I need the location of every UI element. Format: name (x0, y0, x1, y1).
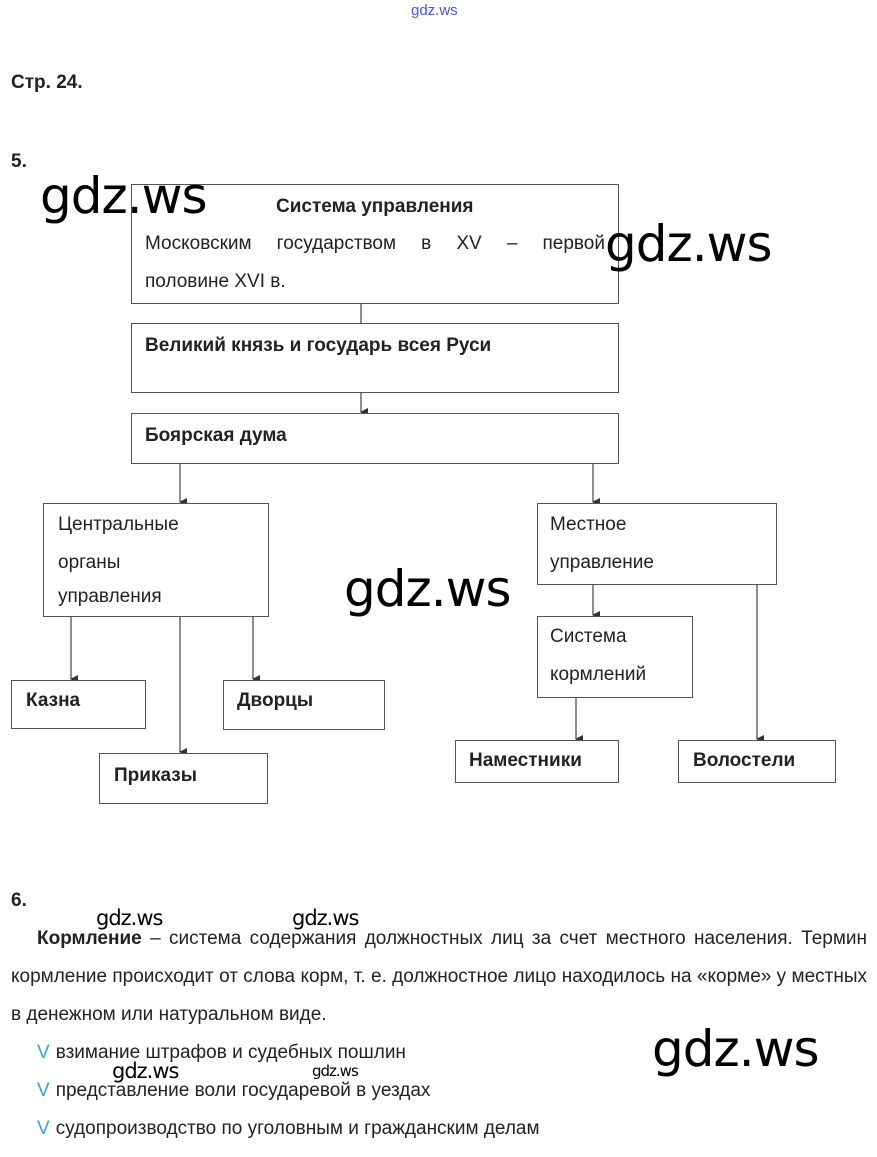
list-item-text: представление воли государевой в уездах (55, 1080, 431, 1101)
kazna-label: Казна (26, 690, 81, 711)
prikazy-box: Приказы (99, 753, 268, 804)
feeding-box: Система кормлений (537, 616, 693, 698)
title-box: Система управления Московским государств… (131, 184, 619, 304)
local-line: управление (550, 552, 654, 573)
kazna-box: Казна (11, 680, 146, 729)
central-line: Центральные (58, 514, 179, 535)
volosteli-label: Волостели (693, 750, 796, 771)
boyar-duma-label: Боярская дума (145, 425, 287, 446)
check-icon: V (37, 1118, 50, 1139)
watermark: gdz.ws (40, 167, 208, 225)
dvortsy-box: Дворцы (223, 680, 385, 730)
title-line2: половине XVI в. (145, 271, 286, 292)
central-line: органы (58, 552, 121, 573)
check-icon: V (37, 1042, 50, 1063)
watermark: gdz.ws (312, 1062, 359, 1080)
title-line1: Московским государством в XV – первой (145, 233, 605, 254)
volosteli-box: Волостели (678, 740, 836, 783)
definition-text: – система содержания должностных лиц за … (11, 928, 867, 1025)
grand-prince-box: Великий князь и государь всея Руси (131, 323, 619, 393)
term: Кормление (37, 928, 142, 949)
watermark: gdz.ws (344, 560, 512, 618)
feeding-line: кормлений (550, 664, 647, 685)
feeding-line: Система (550, 626, 627, 647)
title-bold: Система управления (276, 196, 474, 217)
central-line: управления (58, 586, 162, 607)
watermark: gdz.ws (292, 906, 359, 930)
namestniki-label: Наместники (469, 750, 582, 771)
boyar-duma-box: Боярская дума (131, 413, 619, 464)
task5-number: 5. (11, 151, 27, 172)
check-icon: V (37, 1080, 50, 1101)
list-item-text: судопроизводство по уголовным и гражданс… (55, 1118, 540, 1139)
task6-number: 6. (11, 890, 27, 911)
local-box: Местное управление (537, 503, 777, 585)
watermark: gdz.ws (112, 1059, 179, 1083)
local-line: Местное (550, 514, 627, 535)
watermark: gdz.ws (652, 1020, 820, 1078)
central-box: Центральные органы управления (43, 503, 269, 617)
prikazy-label: Приказы (114, 765, 197, 786)
watermark: gdz.ws (96, 906, 163, 930)
watermark: gdz.ws (605, 215, 773, 273)
page-label: Стр. 24. (11, 72, 83, 93)
header-watermark: gdz.ws (411, 2, 458, 19)
namestniki-box: Наместники (455, 740, 619, 783)
task6-definition: Кормление – система содержания должностн… (11, 920, 867, 1034)
grand-prince-label: Великий князь и государь всея Руси (145, 335, 492, 356)
dvortsy-label: Дворцы (237, 690, 314, 711)
list-item-text: взимание штрафов и судебных пошлин (55, 1042, 406, 1063)
